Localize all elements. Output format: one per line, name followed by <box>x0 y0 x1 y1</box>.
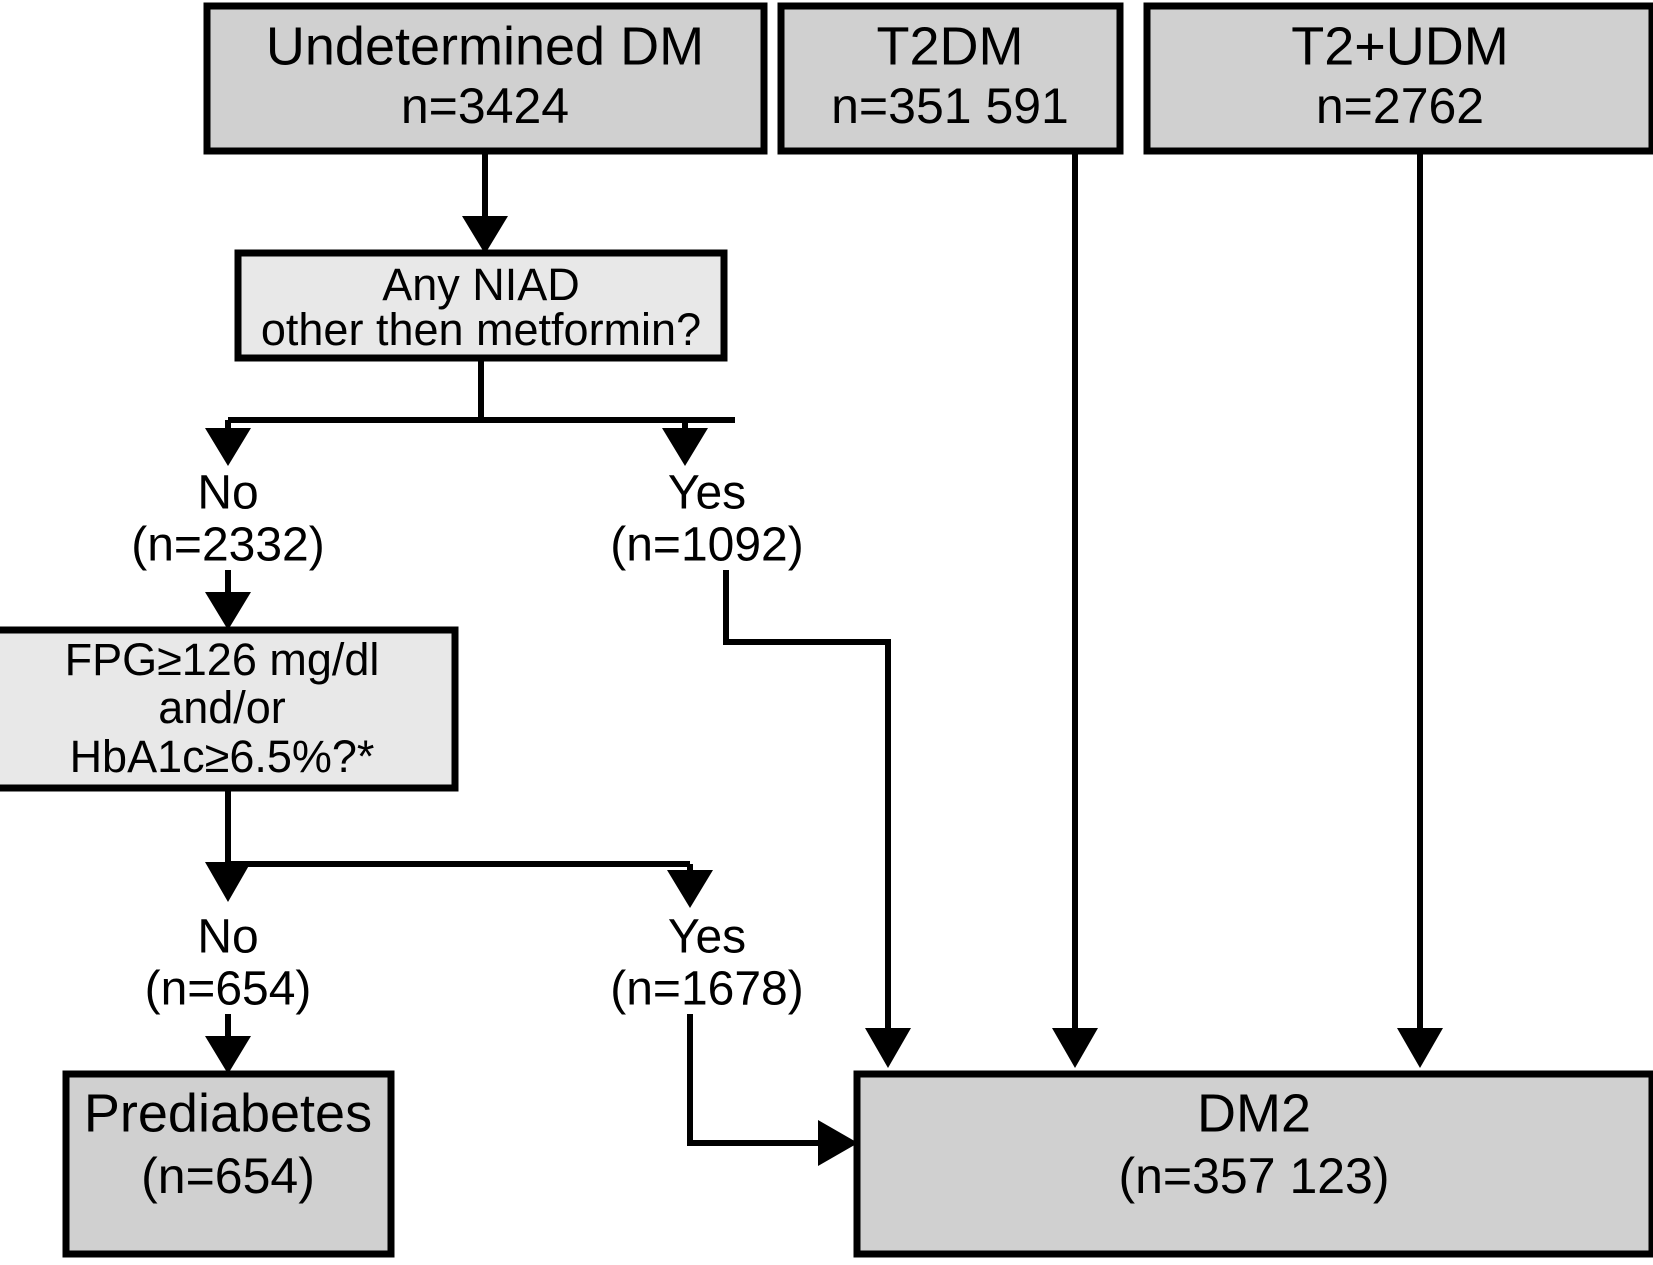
branch-label-lab-yes: Yes (n=1678) <box>610 911 803 1016</box>
node-t2-udm-rect <box>1143 2 1653 155</box>
node-prediabetes-count: (n=654) <box>141 1148 315 1204</box>
node-t2-udm[interactable]: T2+UDM n=2762 <box>1143 2 1653 155</box>
node-t2dm-title: T2DM <box>877 16 1024 76</box>
arrowhead-down-icon-niad-yes <box>662 428 708 466</box>
edge-t2udm-to-dm2 <box>1397 151 1443 1068</box>
arrowhead-down-icon-lab-no <box>205 862 251 902</box>
arrowhead-right-icon-dm2 <box>818 1120 858 1166</box>
node-dm2-count: (n=357 123) <box>1118 1148 1389 1204</box>
branch-lab-yes-count: (n=1678) <box>610 963 803 1016</box>
branch-label-niad-no: No (n=2332) <box>131 467 324 572</box>
node-niad-decision-line1: Any NIAD <box>382 259 580 310</box>
arrowhead-down-icon-to-lab <box>205 592 251 630</box>
edge-lab-no-to-prediabetes <box>205 1014 251 1074</box>
branch-lab-no-count: (n=654) <box>145 963 312 1016</box>
branch-niad-no-count: (n=2332) <box>131 519 324 572</box>
node-prediabetes-title: Prediabetes <box>84 1083 372 1143</box>
arrowhead-down-icon-t2udm <box>1397 1028 1443 1068</box>
branch-niad-yes-answer: Yes <box>668 467 746 520</box>
node-undetermined-dm-rect <box>203 2 768 155</box>
node-prediabetes-rect <box>62 1070 395 1258</box>
edge-niad-no-to-lab <box>205 570 251 630</box>
node-lab-decision-line3: HbA1c≥6.5%?* <box>70 731 375 782</box>
edge-undetermined-to-niad <box>462 151 508 254</box>
node-undetermined-dm[interactable]: Undetermined DM n=3424 <box>203 2 768 155</box>
arrowhead-down-icon-niad-yes-dm2 <box>865 1028 911 1068</box>
branch-niad-no-answer: No <box>197 467 258 520</box>
node-t2dm-rect <box>777 2 1124 155</box>
edge-niad-split <box>205 358 735 466</box>
arrowhead-down-icon-lab-yes <box>667 870 713 908</box>
branch-lab-yes-answer: Yes <box>668 911 746 964</box>
node-dm2-rect <box>853 1070 1653 1258</box>
node-lab-decision[interactable]: FPG≥126 mg/dl and/or HbA1c≥6.5%?* <box>0 626 459 792</box>
node-dm2[interactable]: DM2 (n=357 123) <box>853 1070 1653 1258</box>
node-prediabetes[interactable]: Prediabetes (n=654) <box>62 1070 395 1258</box>
node-undetermined-dm-title: Undetermined DM <box>266 16 704 76</box>
arrowhead-down-icon-niad-no <box>205 428 251 466</box>
node-t2-udm-title: T2+UDM <box>1291 16 1509 76</box>
node-niad-decision-line2: other then metformin? <box>261 304 701 355</box>
edge-t2dm-to-dm2 <box>1052 151 1098 1068</box>
node-t2dm[interactable]: T2DM n=351 591 <box>777 2 1124 155</box>
node-lab-decision-line1: FPG≥126 mg/dl <box>65 634 380 685</box>
arrowhead-down-icon-prediabetes <box>205 1036 251 1074</box>
node-lab-decision-rect <box>0 626 459 792</box>
node-dm2-title: DM2 <box>1197 1083 1311 1143</box>
node-undetermined-dm-count: n=3424 <box>401 78 569 134</box>
branch-label-niad-yes: Yes (n=1092) <box>610 467 803 572</box>
edge-lab-split <box>205 788 713 908</box>
arrowhead-down-icon <box>462 216 508 254</box>
branch-lab-no-answer: No <box>197 911 258 964</box>
node-niad-decision[interactable]: Any NIAD other then metformin? <box>234 249 728 362</box>
branch-label-lab-no: No (n=654) <box>145 911 312 1016</box>
arrowhead-down-icon-t2dm <box>1052 1028 1098 1068</box>
node-t2dm-count: n=351 591 <box>831 78 1069 134</box>
node-niad-decision-rect <box>234 249 728 362</box>
edge-lab-yes-to-dm2 <box>687 1014 858 1166</box>
branch-niad-yes-count: (n=1092) <box>610 519 803 572</box>
edge-niad-yes-to-dm2 <box>723 570 911 1068</box>
node-lab-decision-line2: and/or <box>158 682 286 733</box>
node-t2-udm-count: n=2762 <box>1316 78 1484 134</box>
